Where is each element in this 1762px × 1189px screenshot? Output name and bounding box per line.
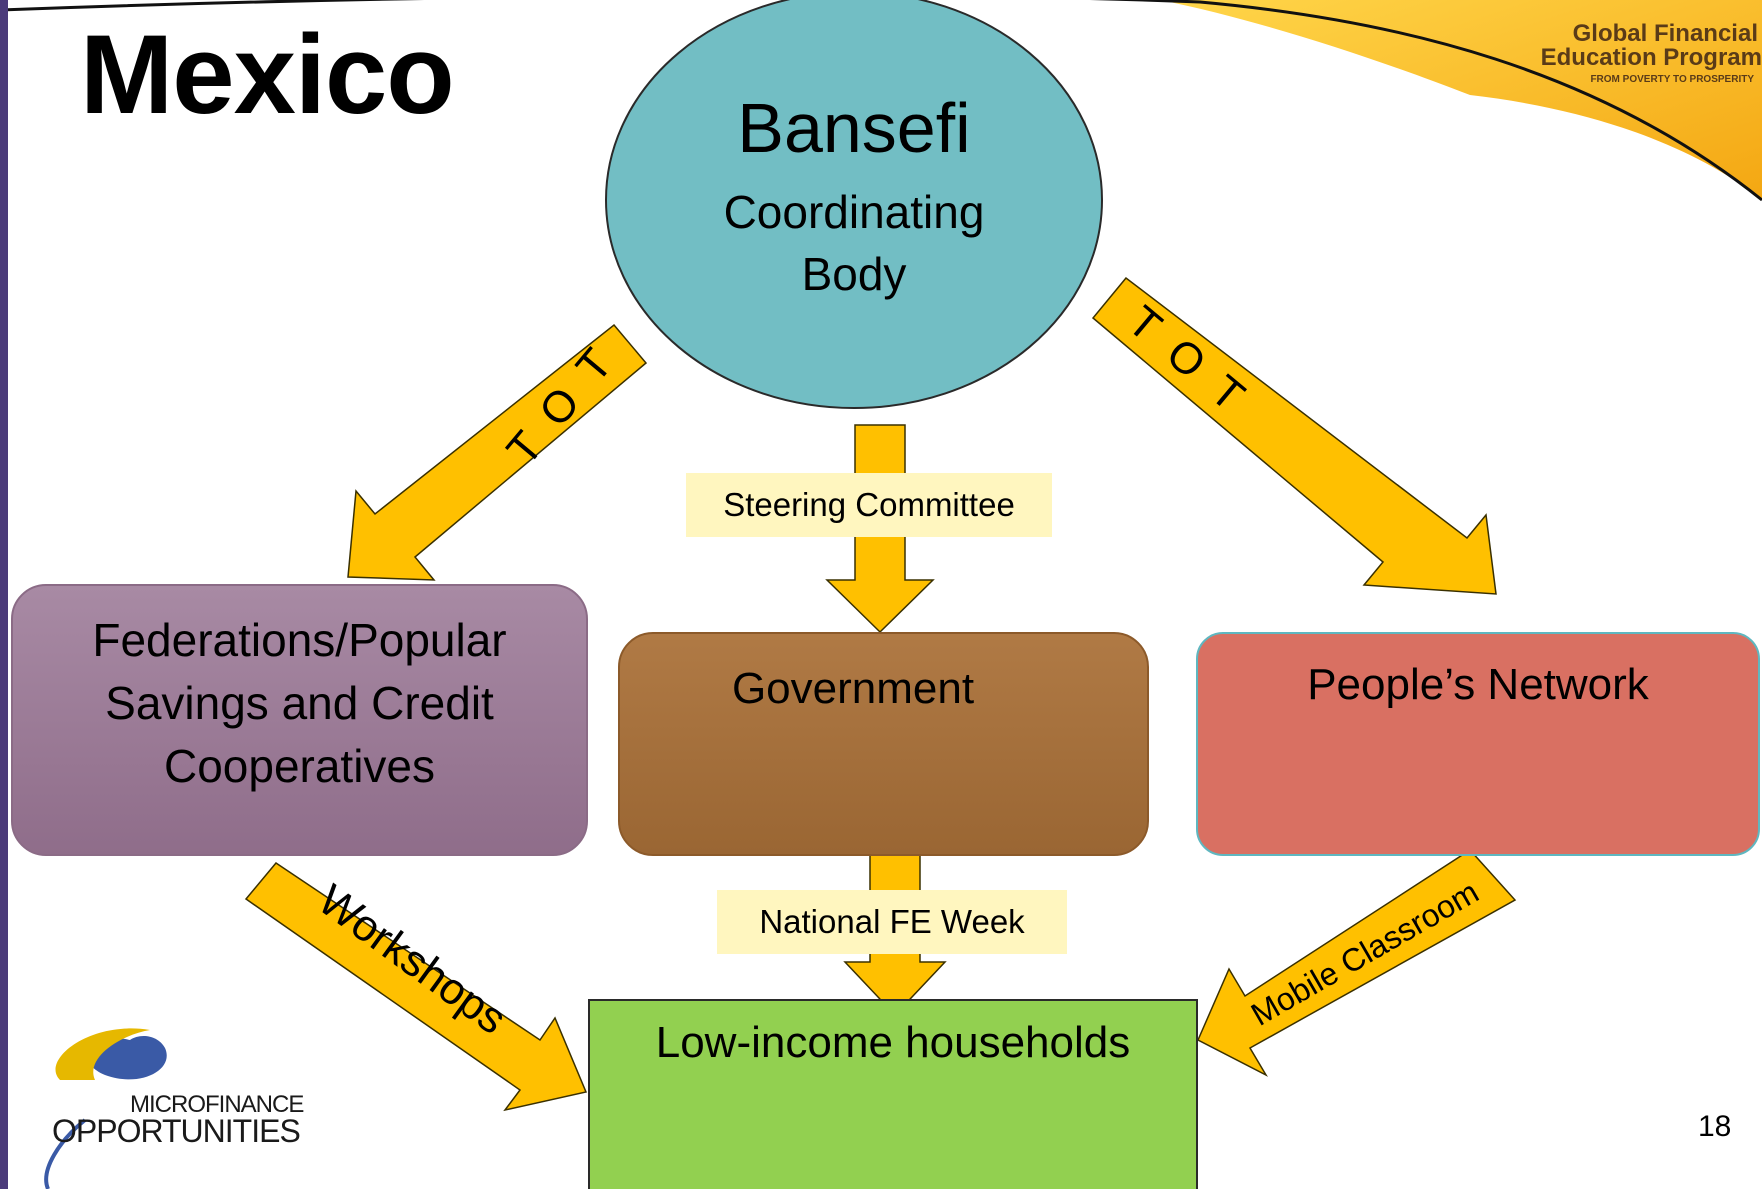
mfo-logo-line2: OPPORTUNITIES [52, 1113, 301, 1149]
node-federations-line1: Federations/Popular [92, 614, 507, 666]
node-government-shape [618, 632, 1149, 856]
edge-label-steering-committee: Steering Committee [686, 473, 1052, 537]
arrow-tot-left [347, 323, 648, 581]
mfo-logo-ring [55, 1028, 150, 1080]
brand-name-line1: Global Financial [1572, 20, 1758, 47]
arrow-tot-right [1091, 276, 1497, 595]
node-peoples-network-shape [1196, 632, 1760, 856]
edge-label-national-fe-week: National FE Week [717, 890, 1067, 954]
node-households-shape [588, 999, 1198, 1189]
arrow-workshops [244, 862, 588, 1112]
node-bansefi-shape [605, 0, 1103, 409]
arrow-mobile-classroom [1197, 849, 1517, 1077]
left-edge-bar [0, 0, 8, 1189]
brand-swoosh-line [0, 0, 1762, 202]
node-households-label: Low-income households [655, 1018, 1131, 1067]
slide-title: Mexico [80, 12, 455, 137]
brand-name-line2: Education Program [1540, 44, 1762, 71]
node-federations-shape [11, 584, 588, 856]
node-bansefi-title: Bansefi [737, 89, 971, 167]
brand-tagline: FROM POVERTY TO PROSPERITY [1590, 74, 1754, 85]
node-bansefi-subtitle-1: Coordinating [723, 186, 985, 238]
mfo-logo-arc [44, 1118, 87, 1189]
node-bansefi-subtitle-2: Body [801, 248, 907, 300]
node-federations-line2: Savings and Credit [105, 677, 494, 729]
mfo-logo-line1: MICROFINANCE [130, 1091, 304, 1118]
node-government-label: Government [731, 664, 975, 713]
page-number: 18 [1698, 1110, 1732, 1143]
node-federations-line3: Cooperatives [163, 740, 436, 792]
brand-swoosh [1160, 0, 1762, 200]
node-peoples-network-label: People’s Network [1307, 660, 1649, 709]
